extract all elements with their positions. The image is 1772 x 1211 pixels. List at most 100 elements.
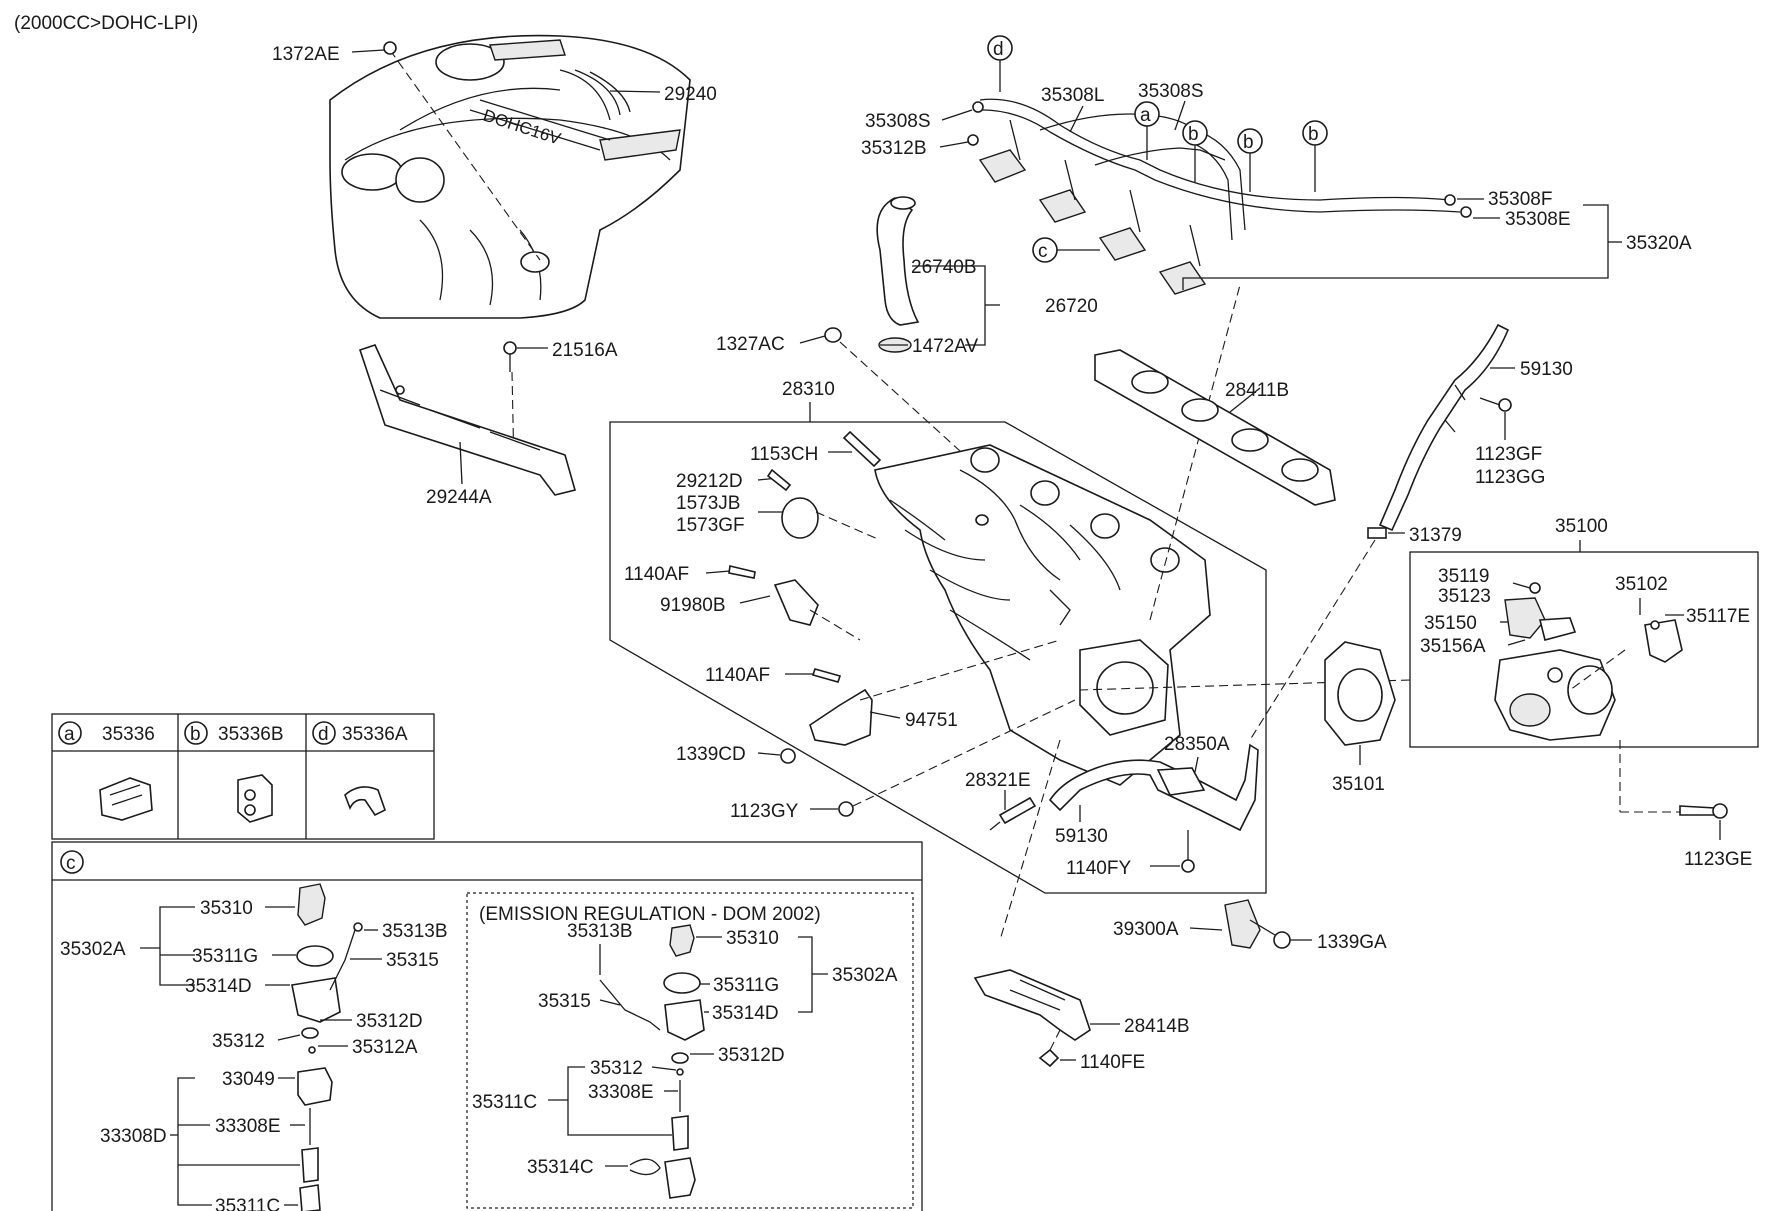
svg-text:d: d: [318, 724, 329, 745]
label-em-35302A: 35302A: [832, 965, 898, 986]
sensor-35102: [1644, 619, 1683, 663]
bolt-1140FE: [1038, 1048, 1060, 1068]
label-35308F: 35308F: [1488, 189, 1552, 210]
clip-cell-d: d 35336A: [312, 721, 408, 817]
label-1140AF-mid: 1140AF: [705, 665, 770, 686]
sensor-39300A: [1224, 899, 1261, 949]
label-em-35312D: 35312D: [718, 1045, 785, 1066]
label-29212D: 29212D: [676, 471, 743, 492]
detail-c-callout: [60, 850, 84, 874]
callout-b-3: b: [1302, 120, 1328, 192]
label-em-35314C: 35314C: [527, 1157, 594, 1178]
label-left-35311C: 35311C: [215, 1196, 280, 1211]
label-em-35313B: 35313B: [567, 921, 633, 942]
label-35117E: 35117E: [1686, 606, 1750, 627]
svg-text:b: b: [190, 724, 201, 745]
clamp-31379: [1367, 527, 1387, 539]
label-35101: 35101: [1332, 774, 1385, 795]
cap-1327AC: [824, 327, 842, 343]
label-1140FE: 1140FE: [1080, 1052, 1145, 1073]
label-left-33308D: 33308D: [100, 1126, 167, 1147]
hose-59130-top-drawing: [1378, 323, 1510, 532]
bolt-1123GE: [1679, 805, 1716, 816]
label-em-35311C: 35311C: [472, 1092, 537, 1113]
label-35150: 35150: [1424, 613, 1477, 634]
svg-text:a: a: [64, 724, 75, 745]
label-left-33049: 33049: [222, 1069, 275, 1090]
detail-c-box: [51, 841, 923, 1211]
injector-stack-emission-drawing: [599, 924, 705, 1199]
emission-regulation-title: (EMISSION REGULATION - DOM 2002): [479, 904, 821, 925]
label-59130-top: 59130: [1520, 359, 1573, 380]
manifold-assembly-boundary: [609, 421, 1267, 894]
callout-b-2: b: [1237, 128, 1263, 192]
svg-text:b: b: [1243, 132, 1254, 153]
label-29240: 29240: [664, 84, 717, 105]
svg-text:b: b: [1188, 124, 1199, 145]
label-28321E: 28321E: [965, 770, 1031, 791]
callout-c: c: [1032, 237, 1100, 263]
callout-b-1: b: [1182, 120, 1208, 182]
bracket-29244A-drawing: [358, 344, 576, 496]
label-35123: 35123: [1438, 586, 1491, 607]
label-35156A: 35156A: [1420, 636, 1486, 657]
label-1123GE: 1123GE: [1684, 849, 1752, 870]
gasket-1573JB: [781, 497, 819, 539]
label-91980B: 91980B: [660, 595, 726, 616]
label-em-35311G: 35311G: [713, 975, 779, 996]
label-em-35315: 35315: [538, 991, 591, 1012]
label-21516A: 21516A: [552, 340, 618, 361]
label-1327AC: 1327AC: [716, 334, 785, 355]
svg-text:d: d: [993, 39, 1004, 60]
stud-1153CH: [842, 430, 882, 468]
label-em-35314D: 35314D: [712, 1003, 779, 1024]
label-left-35315: 35315: [386, 950, 439, 971]
bolt-1140FY: [1181, 859, 1195, 873]
label-28414B: 28414B: [1124, 1016, 1190, 1037]
label-1123GF: 1123GF: [1475, 444, 1542, 465]
label-35308S-left: 35308S: [865, 111, 931, 132]
label-1573JB: 1573JB: [676, 493, 740, 514]
label-26720: 26720: [1045, 296, 1098, 317]
intake-manifold-drawing: [874, 444, 1211, 786]
bracket-28414B-drawing: [973, 969, 1091, 1041]
label-26740B: 26740B: [911, 257, 977, 278]
bolt-1123GF: [1498, 398, 1512, 412]
svg-text:c: c: [1038, 241, 1048, 262]
label-1573GF: 1573GF: [676, 515, 745, 536]
label-35308L: 35308L: [1041, 85, 1104, 106]
label-39300A: 39300A: [1113, 919, 1179, 940]
svg-text:a: a: [1140, 105, 1151, 126]
label-28411B: 28411B: [1225, 380, 1289, 401]
label-35119: 35119: [1438, 566, 1489, 587]
bolt-1140AF-mid: [811, 668, 842, 683]
label-left-33308E: 33308E: [215, 1116, 281, 1137]
gasket-28411B-drawing: [1094, 349, 1336, 506]
bolt-1140AF-top: [728, 565, 756, 579]
label-35308S-right: 35308S: [1138, 81, 1204, 102]
label-1339GA: 1339GA: [1317, 932, 1387, 953]
label-28350A: 28350A: [1164, 734, 1230, 755]
label-35336B: 35336B: [218, 724, 284, 745]
svg-text:c: c: [66, 853, 76, 874]
label-35336A: 35336A: [342, 724, 408, 745]
emission-regulation-box: [466, 892, 914, 1209]
label-left-35312D: 35312D: [356, 1011, 423, 1032]
label-28310: 28310: [782, 379, 835, 400]
injector-stack-left-drawing: [291, 883, 363, 1211]
label-35320A: 35320A: [1626, 233, 1692, 254]
label-35100: 35100: [1555, 516, 1608, 537]
label-35308E: 35308E: [1505, 209, 1571, 230]
callout-a: a: [1134, 101, 1160, 160]
bolt-21516A-drawing: [503, 341, 517, 471]
callout-d: d: [987, 35, 1013, 92]
clip-table: [51, 713, 435, 840]
label-1339CD: 1339CD: [676, 744, 746, 765]
label-1140AF-top: 1140AF: [624, 564, 689, 585]
label-left-35302A: 35302A: [60, 939, 126, 960]
nut-1339CD: [780, 748, 796, 764]
label-31379: 31379: [1409, 525, 1462, 546]
label-left-35310: 35310: [200, 898, 253, 919]
label-left-35312: 35312: [212, 1031, 265, 1052]
label-left-35314D: 35314D: [185, 976, 252, 997]
